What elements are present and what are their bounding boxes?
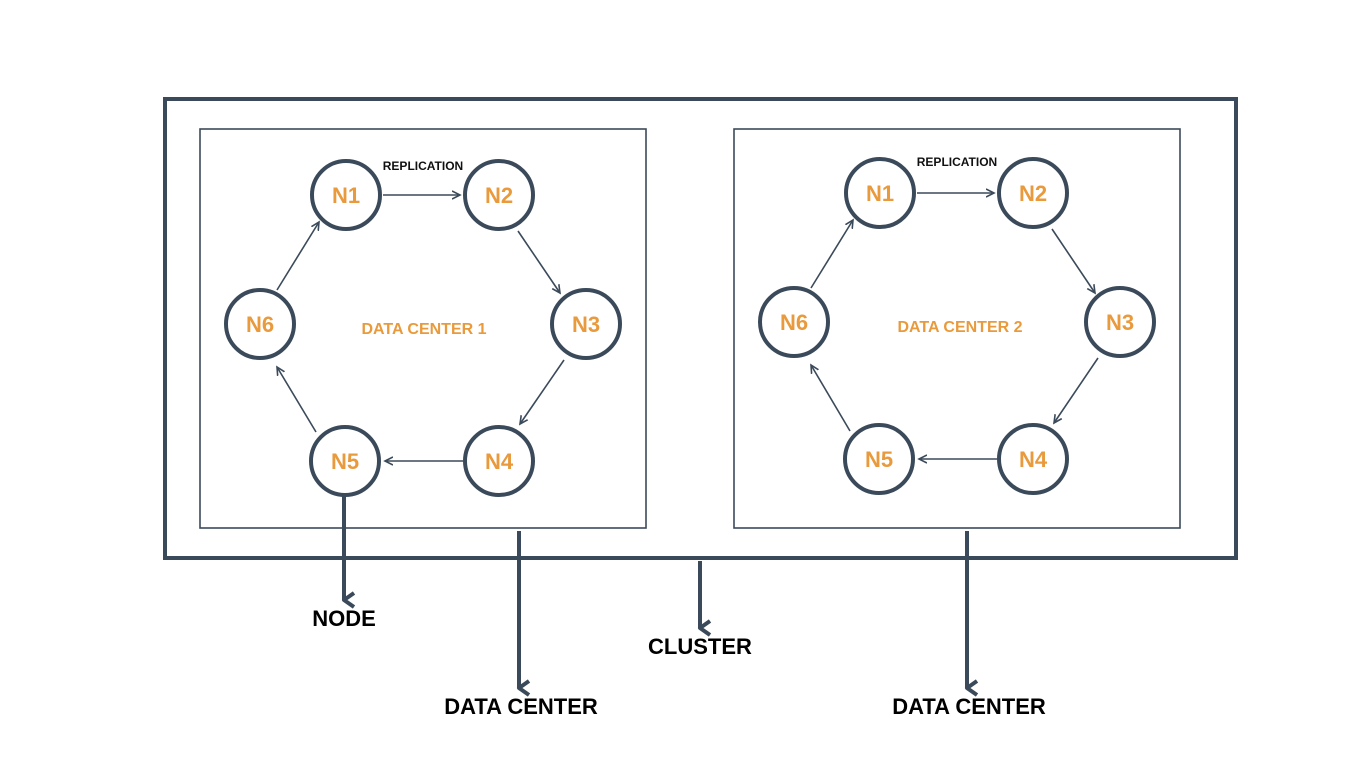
node-n2[interactable]: N2	[997, 157, 1069, 229]
callout-data-center-2-label: DATA CENTER	[892, 694, 1046, 719]
replication-label-dc2: REPLICATION	[917, 155, 997, 169]
node-label: N2	[485, 183, 513, 208]
edge-n2-n3	[517, 230, 560, 293]
callout-cluster-label: CLUSTER	[648, 634, 752, 659]
data-center-2-title: DATA CENTER 2	[897, 319, 1022, 336]
data-center-2-box	[733, 128, 1181, 529]
callout-node-label: NODE	[312, 606, 376, 631]
nodes-dc2: N1 N2 N3 N4 N5 N6	[758, 157, 1156, 495]
edge-n5-n6	[811, 365, 851, 432]
node-label: N3	[1106, 310, 1134, 335]
node-label: N4	[485, 449, 514, 474]
edge-n6-n1	[276, 222, 319, 291]
node-n4[interactable]: N4	[997, 423, 1069, 495]
node-n5[interactable]: N5	[309, 425, 381, 497]
node-n1[interactable]: N1	[310, 159, 382, 231]
replication-label-dc1: REPLICATION	[383, 159, 463, 173]
node-label: N6	[246, 312, 274, 337]
node-label: N5	[331, 449, 359, 474]
node-n3[interactable]: N3	[1084, 286, 1156, 358]
node-label: N6	[780, 310, 808, 335]
edge-n2-n3	[1051, 228, 1095, 293]
node-n1[interactable]: N1	[844, 157, 916, 229]
node-label: N4	[1019, 447, 1048, 472]
ring-edges-dc1	[276, 195, 565, 461]
edge-n6-n1	[810, 220, 853, 289]
node-n6[interactable]: N6	[224, 288, 296, 360]
node-label: N1	[332, 183, 360, 208]
node-n2[interactable]: N2	[463, 159, 535, 231]
node-label: N3	[572, 312, 600, 337]
node-n4[interactable]: N4	[463, 425, 535, 497]
callout-data-center-1-label: DATA CENTER	[444, 694, 598, 719]
cluster-box	[163, 97, 1238, 560]
edge-n5-n6	[277, 367, 317, 433]
nodes-dc1: N1 N2 N3 N4 N5 N6	[224, 159, 622, 497]
node-n3[interactable]: N3	[550, 288, 622, 360]
node-label: N5	[865, 447, 893, 472]
edge-n3-n4	[520, 359, 565, 424]
node-label: N2	[1019, 181, 1047, 206]
data-center-1-box	[199, 128, 647, 529]
edge-n3-n4	[1054, 357, 1099, 423]
ring-edges-dc2	[810, 193, 1099, 459]
node-label: N1	[866, 181, 894, 206]
data-center-1-title: DATA CENTER 1	[361, 321, 486, 338]
node-n6[interactable]: N6	[758, 286, 830, 358]
node-n5[interactable]: N5	[843, 423, 915, 495]
